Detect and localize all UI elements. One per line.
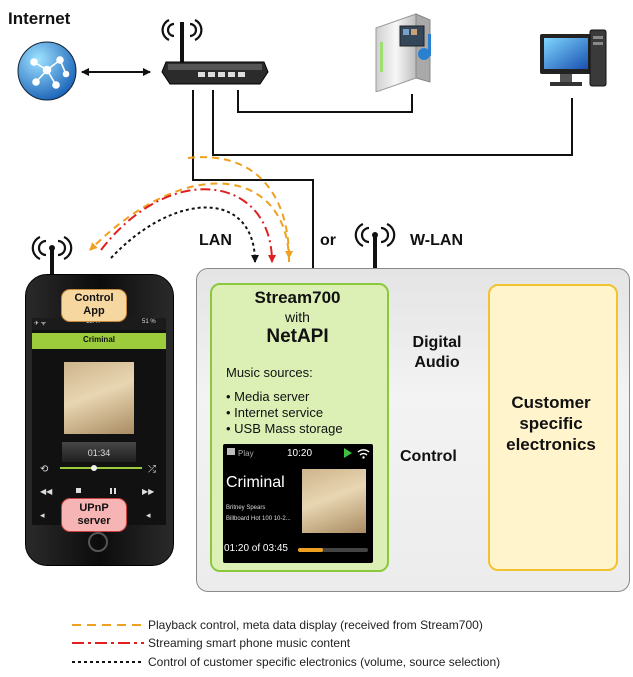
wlan-antenna-icon bbox=[354, 222, 396, 269]
digital-audio-label: Digital Audio bbox=[387, 333, 487, 373]
legend-playback: Playback control, meta data display (rec… bbox=[148, 618, 483, 632]
playback-path-to-phone bbox=[89, 182, 290, 263]
stream700-with: with bbox=[285, 309, 310, 325]
phone-status-time: 12:47 bbox=[86, 319, 102, 325]
repeat-icon: ⟲ bbox=[40, 464, 49, 475]
seek-thumb bbox=[91, 465, 97, 471]
streaming-path bbox=[100, 188, 276, 263]
rewind-icon: ◀◀ bbox=[40, 487, 53, 496]
digital-audio-line: Audio bbox=[414, 354, 460, 371]
phone-battery: 51 % bbox=[142, 319, 156, 325]
router-icon bbox=[161, 19, 269, 85]
upnp-line: UPnP bbox=[79, 502, 109, 514]
display-track: Criminal bbox=[226, 474, 285, 491]
music-source-item: Internet service bbox=[226, 405, 343, 421]
phone-player-controls: ⟲ ⤮ ◀◀ ▶▶ ◂ ◂ bbox=[40, 464, 156, 521]
upnp-line: server bbox=[77, 515, 111, 527]
display-artist: Britney Spears bbox=[226, 505, 266, 511]
music-sources-list: Media server Internet service USB Mass s… bbox=[226, 389, 343, 437]
phone-title-bar bbox=[32, 333, 166, 349]
phone-album-reflection bbox=[62, 442, 136, 462]
digital-audio-line: Digital bbox=[412, 334, 462, 351]
music-sources-label: Music sources: bbox=[226, 365, 313, 380]
stream700-netapi: NetAPI bbox=[266, 326, 329, 347]
or-label: or bbox=[320, 232, 336, 249]
legend-streaming: Streaming smart phone music content bbox=[148, 636, 351, 650]
phone-home-button bbox=[88, 532, 108, 552]
lan-cable-media-server bbox=[237, 90, 413, 113]
control-app-line: Control bbox=[74, 292, 114, 304]
globe-icon bbox=[17, 41, 77, 101]
legend-control: Control of customer specific electronics… bbox=[148, 655, 501, 669]
control-label: Control bbox=[400, 448, 457, 465]
stream700-title: Stream700 bbox=[254, 288, 341, 307]
playback-path-to-stream700 bbox=[187, 156, 293, 259]
customer-electronics-label: Customer specific electronics bbox=[488, 392, 614, 455]
wlan-label: W-LAN bbox=[410, 232, 463, 249]
lan-cable-stream700 bbox=[192, 90, 314, 270]
phone-track-title: Criminal bbox=[82, 335, 115, 344]
stop-icon bbox=[76, 488, 81, 493]
display-progress-text: 01:20 of 03:45 bbox=[224, 543, 288, 554]
desktop-pc-icon bbox=[540, 29, 607, 87]
seek-bar bbox=[60, 467, 142, 469]
phone-album-art bbox=[64, 362, 134, 434]
display-play-label: Play bbox=[238, 449, 254, 458]
customer-line: specific bbox=[519, 414, 583, 433]
play-wifi-icon bbox=[344, 448, 370, 459]
lan-label: LAN bbox=[199, 232, 232, 249]
display-clock: 10:20 bbox=[287, 448, 313, 459]
phone-status-icons: ✈ ᯤ bbox=[34, 321, 47, 327]
music-source-item: USB Mass storage bbox=[226, 421, 342, 437]
internet-title: Internet bbox=[8, 9, 71, 28]
control-app-badge: Control App bbox=[61, 289, 127, 322]
customer-line: electronics bbox=[506, 435, 596, 454]
volume-high-icon: ◂ bbox=[146, 511, 151, 521]
phone-track-time: 01:34 bbox=[87, 448, 111, 458]
album-art bbox=[302, 469, 366, 533]
control-app-line: App bbox=[83, 305, 105, 317]
progress-fill bbox=[298, 548, 323, 552]
customer-line: Customer bbox=[511, 393, 591, 412]
media-server-icon bbox=[375, 13, 431, 92]
customer-electronics-module bbox=[488, 284, 618, 571]
lan-cable-pc bbox=[212, 90, 573, 156]
pause-icon bbox=[110, 488, 112, 494]
legend-swatches bbox=[72, 624, 144, 663]
antenna-icon bbox=[31, 235, 73, 276]
upnp-server-badge: UPnP server bbox=[61, 498, 127, 532]
shuffle-icon: ⤮ bbox=[148, 464, 156, 475]
device-icon bbox=[227, 448, 235, 455]
forward-icon: ▶▶ bbox=[142, 487, 155, 496]
control-path bbox=[110, 206, 259, 263]
progress-track bbox=[298, 548, 368, 552]
music-source-item: Media server bbox=[226, 389, 343, 405]
display-album: Billboard Hot 100 10-2... bbox=[226, 516, 291, 522]
volume-low-icon: ◂ bbox=[40, 511, 45, 521]
